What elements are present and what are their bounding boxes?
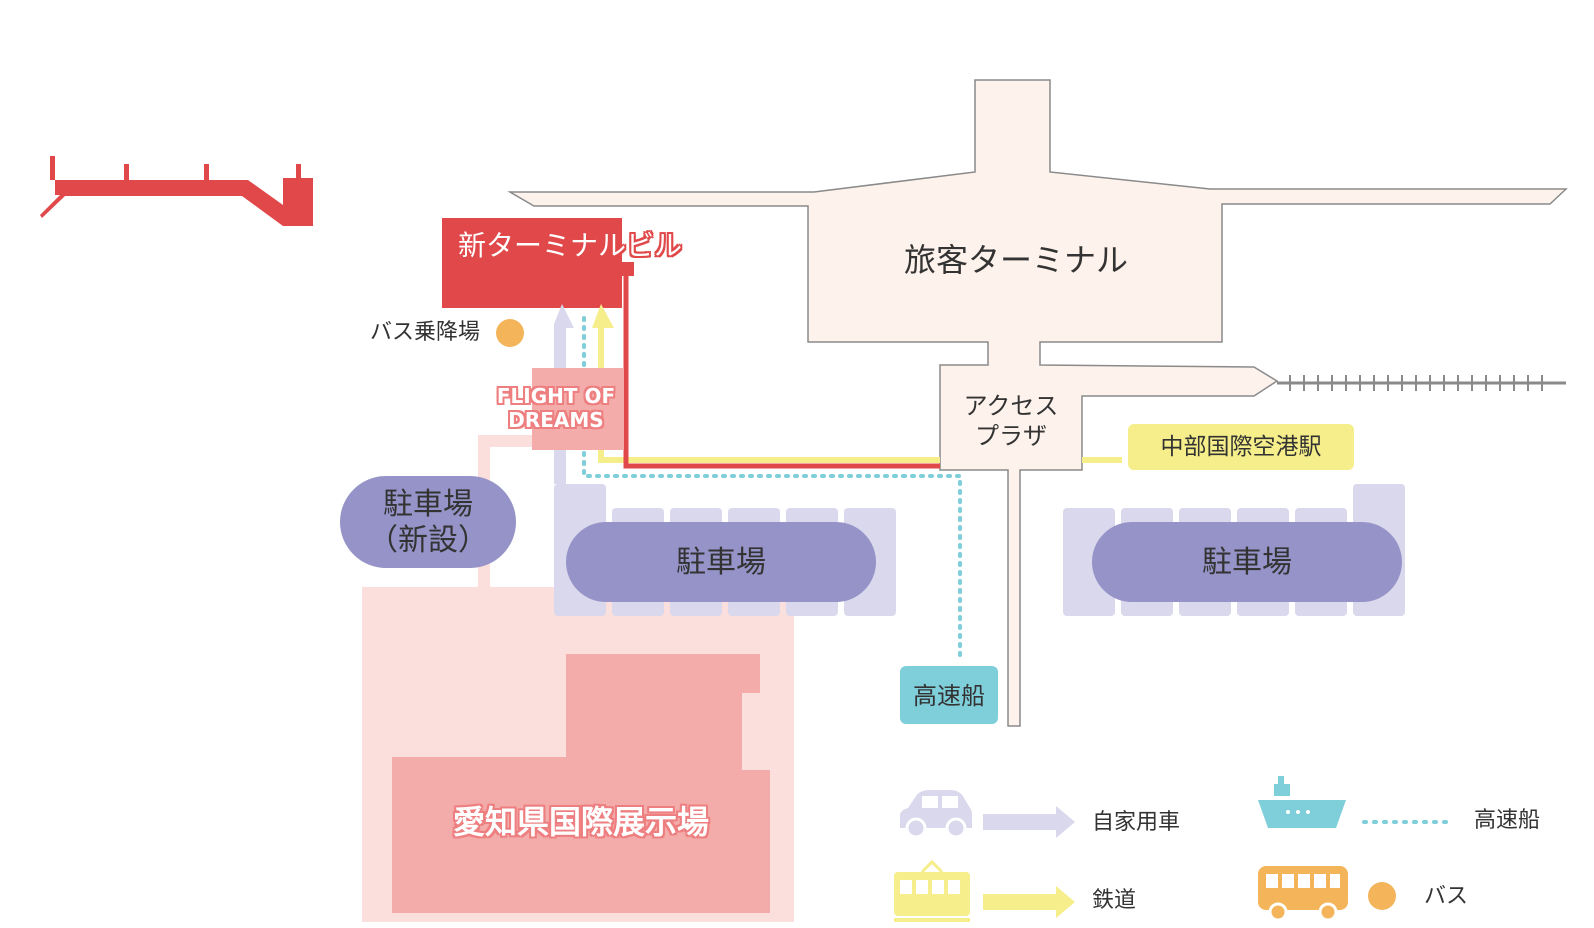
parking-new-label-1: 駐車場 [383,487,473,522]
high-speed-boat-box [900,666,998,724]
bus-stop-dot [496,319,524,347]
legend-car-label: 自家用車 [1092,810,1181,835]
rail-arrowhead [592,304,614,328]
parking-center-label: 駐車場 [676,545,766,580]
parking-right-pill [1092,522,1402,602]
new-terminal-main-block [442,218,622,308]
chubu-station-label: 中部国際空港駅 [1160,434,1322,460]
new-terminal-label: 新ターミナルビル [458,229,683,262]
flight-of-dreams-label-2: DREAMS [508,408,604,432]
high-speed-boat-label: 高速船 [913,682,985,710]
rail-legend-arrow [983,886,1075,918]
passenger-terminal-building [507,79,1568,727]
boat-icon [1258,776,1346,828]
railway-ties [1289,375,1543,391]
access-plaza-label-2: プラザ [975,422,1047,450]
parking-right-label: 駐車場 [1202,545,1292,580]
parking-new-pill [340,476,516,568]
exhibition-hall-label: 愛知県国際展示場 [452,803,709,841]
new-terminal-walkway [623,276,940,469]
flight-of-dreams-box [532,368,624,450]
access-plaza-label-1: アクセス [963,392,1059,420]
chubu-station-box [1128,424,1354,470]
bus-icon [1258,866,1348,922]
flight-of-dreams-label-1: FLIGHT OF [496,384,616,408]
passenger-terminal-label: 旅客ターミナル [904,241,1129,279]
legend-rail-label: 鉄道 [1092,888,1137,913]
bus-legend-dot [1368,882,1396,910]
car-legend-arrow [983,806,1075,838]
legend-bus-label: バス [1424,884,1469,909]
parking-center-pill [566,522,876,602]
new-terminal-corridor [620,262,634,276]
legend-boat-label: 高速船 [1474,808,1541,833]
exhibition-walkway [478,435,540,590]
train-icon [894,859,970,922]
exhibition-hall-building [392,654,770,913]
bus-stop-label: バス乗降場 [370,320,481,345]
parking-new-label-2: （新設） [368,523,488,558]
car-icon [900,790,972,839]
